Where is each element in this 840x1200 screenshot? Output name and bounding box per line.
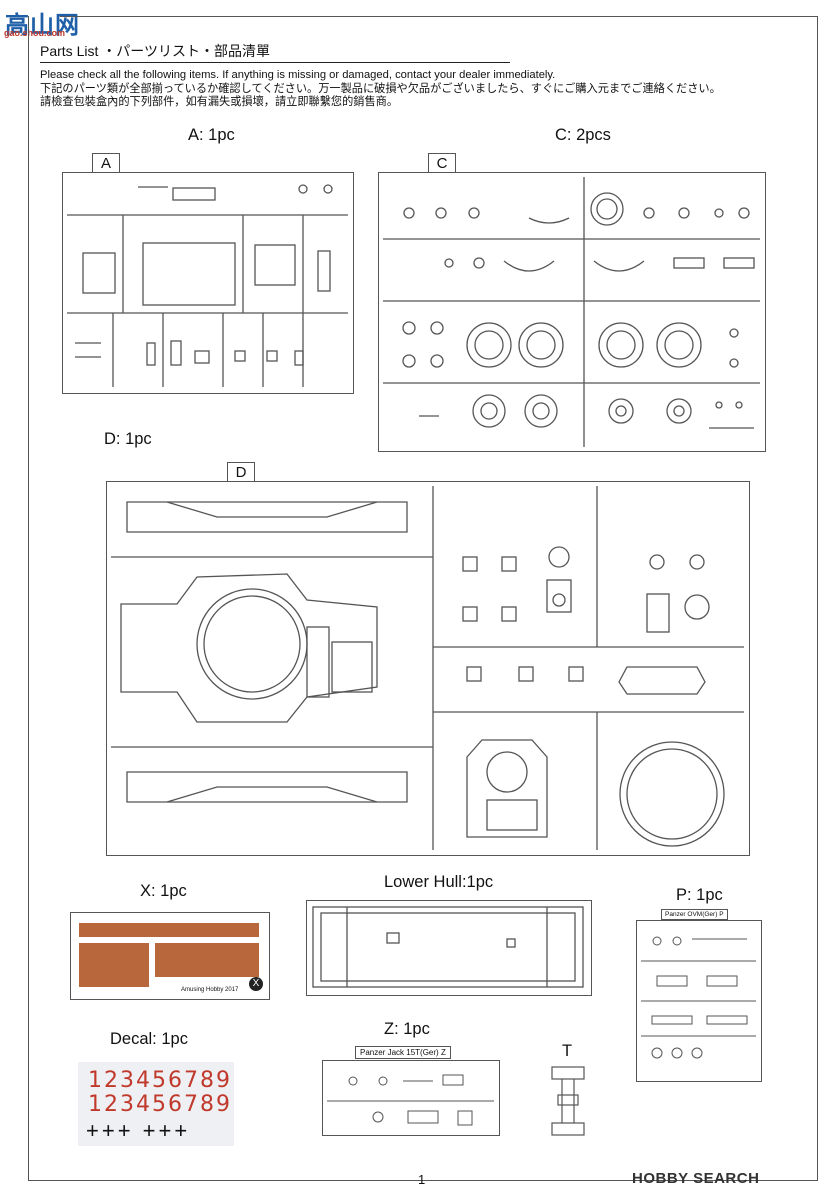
part-t-drawing <box>551 1066 585 1136</box>
decal-crosses: +++ +++ <box>86 1118 191 1143</box>
sprue-a-tag: A <box>92 153 120 175</box>
decal-sheet: 123456789 123456789 +++ +++ <box>78 1062 234 1146</box>
sprue-z <box>322 1060 500 1136</box>
section-d-label: D: 1pc <box>104 430 152 448</box>
z-mark: Z <box>440 1048 446 1057</box>
page-border-right <box>817 16 818 1181</box>
sprue-p-tag: Panzer OVM(Ger) P <box>661 909 728 920</box>
sprue-z-tag-text: Panzer Jack 15T(Ger) <box>360 1048 439 1057</box>
sprue-c <box>378 172 766 452</box>
instruction-en: Please check all the following items. If… <box>40 69 556 81</box>
lower-hull <box>306 900 592 996</box>
section-a-label: A: 1pc <box>188 126 235 144</box>
section-z-label: Z: 1pc <box>384 1020 430 1038</box>
site-logo-sub: gao.shou.com <box>4 28 66 38</box>
sprue-a <box>62 172 354 394</box>
instructions: Please check all the following items. If… <box>40 69 721 110</box>
instruction-zh: 請檢查包裝盒內的下列部件，如有漏失或損壞，請立即聯繫您的銷售商。 <box>40 96 399 108</box>
sprue-z-tag: Panzer Jack 15T(Ger) Z <box>355 1046 451 1059</box>
sprue-c-tag: C <box>428 153 456 175</box>
page-border-left <box>28 16 29 1181</box>
page-number: 1 <box>418 1172 426 1187</box>
sprue-z-drawing <box>327 1074 494 1126</box>
page-title: Parts List ・パーツリスト・部品清單 <box>40 43 270 59</box>
x-brand: Amusing Hobby 2017 <box>181 987 239 993</box>
page-border-top <box>60 16 818 17</box>
section-p-label: P: 1pc <box>676 886 723 904</box>
sprue-c-drawing <box>383 177 760 447</box>
instruction-ja: 下記のパーツ類が全部揃っているか確認してください。万一製品に破損や欠品がございま… <box>40 82 721 95</box>
sprue-p-drawing <box>641 936 756 1059</box>
decal-numbers-row-2: 123456789 <box>88 1092 232 1117</box>
page-border-bottom <box>28 1180 818 1181</box>
sheet-x: Amusing Hobby 2017 X <box>70 912 270 1000</box>
section-t-label: T <box>562 1042 573 1060</box>
x-mark: X <box>249 977 263 991</box>
decal-numbers-row-1: 123456789 <box>88 1068 232 1093</box>
site-logo: 高山网 <box>5 11 80 39</box>
lower-hull-drawing <box>312 906 584 988</box>
p-mark: P <box>719 911 724 918</box>
section-decal-label: Decal: 1pc <box>110 1030 188 1048</box>
watermark: HOBBY SEARCH <box>632 1170 760 1187</box>
x-part-strip <box>79 923 259 937</box>
section-lower-hull-label: Lower Hull:1pc <box>384 873 494 891</box>
x-part-left <box>79 943 149 987</box>
sprue-d <box>106 481 750 856</box>
sprue-d-drawing <box>111 486 744 850</box>
title-underline <box>40 62 510 63</box>
sprue-p: Panzer OVM(Ger) P <box>636 909 762 1082</box>
section-c-label: C: 2pcs <box>555 126 611 144</box>
sprue-a-drawing <box>67 184 348 387</box>
x-part-right <box>155 943 259 977</box>
sprue-p-tag-text: Panzer OVM(Ger) <box>665 911 718 918</box>
section-x-label: X: 1pc <box>140 882 187 900</box>
